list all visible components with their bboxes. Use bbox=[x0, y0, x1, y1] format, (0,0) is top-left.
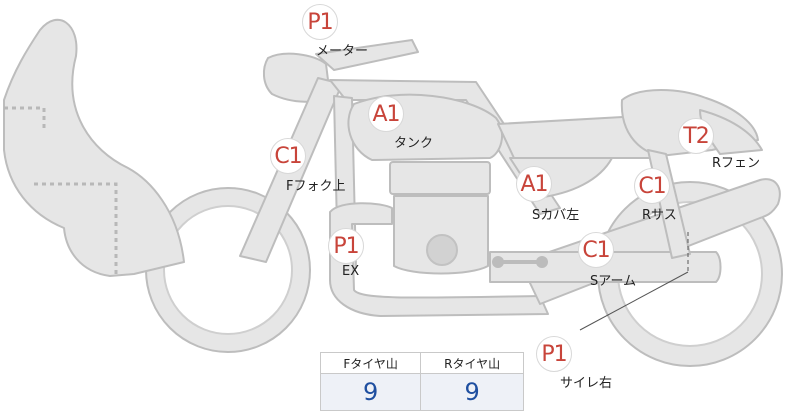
front-fairing bbox=[3, 18, 185, 277]
swing-arm-label: Sアーム bbox=[590, 274, 637, 289]
rear-suspension-code-badge: C1 bbox=[634, 168, 670, 204]
rear-tire-value: 9 bbox=[420, 373, 524, 411]
exhaust-code-badge: P1 bbox=[328, 228, 364, 264]
tank-code-badge: A1 bbox=[368, 96, 404, 132]
exhaust-pipe bbox=[329, 202, 549, 317]
rear-fender-code-badge: T2 bbox=[678, 118, 714, 154]
exhaust-label: EX bbox=[342, 264, 360, 279]
front-fork-label: Fフォク上 bbox=[286, 179, 346, 194]
engine-cover bbox=[426, 234, 458, 266]
pedal-end-right bbox=[536, 256, 548, 268]
front-fork-code-badge: C1 bbox=[270, 138, 306, 174]
meter-code-badge: P1 bbox=[302, 4, 338, 40]
side-cover-code-badge: A1 bbox=[516, 166, 552, 202]
side-cover-label: Sカバ左 bbox=[532, 208, 580, 223]
front-tire-value: 9 bbox=[319, 373, 422, 411]
silencer-code-badge: P1 bbox=[536, 336, 572, 372]
rear-tire-header: Rタイヤ山 bbox=[420, 352, 524, 374]
tire-tread-table: Fタイヤ山 Rタイヤ山 9 9 bbox=[319, 352, 524, 411]
rear-fender-label: Rフェン bbox=[712, 156, 761, 171]
pedal-end-left bbox=[492, 256, 504, 268]
silencer-leader-line bbox=[579, 271, 689, 331]
meter-label: メーター bbox=[316, 44, 369, 59]
tank-label: タンク bbox=[394, 136, 434, 151]
front-tire-header: Fタイヤ山 bbox=[319, 352, 422, 374]
tire-table-header-row: Fタイヤ山 Rタイヤ山 bbox=[319, 352, 524, 374]
rear-suspension-label: Rサス bbox=[642, 208, 677, 223]
silencer-label: サイレ右 bbox=[560, 376, 613, 391]
tire-table-value-row: 9 9 bbox=[319, 373, 524, 411]
swing-arm-code-badge: C1 bbox=[578, 232, 614, 268]
fairing-panel-line-upper bbox=[4, 106, 46, 132]
fairing-panel-line-lower bbox=[34, 182, 118, 276]
engine-head bbox=[389, 161, 491, 195]
handlebar bbox=[315, 39, 419, 71]
swing-arm bbox=[489, 251, 722, 283]
